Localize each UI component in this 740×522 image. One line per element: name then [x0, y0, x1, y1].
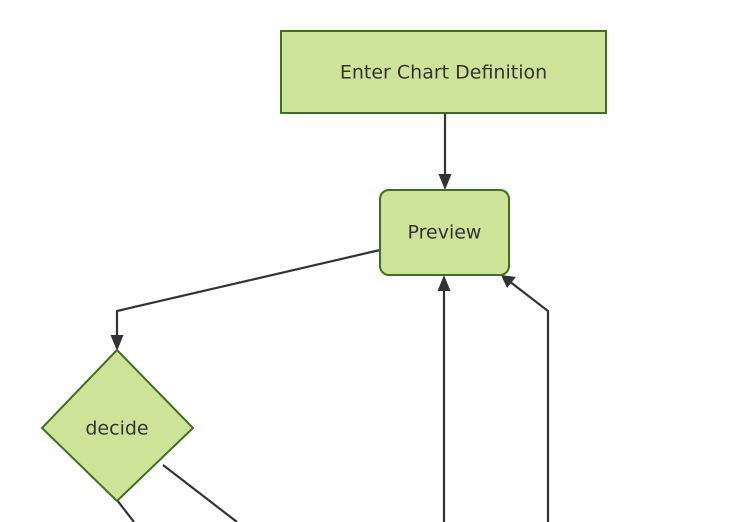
edge-line	[116, 499, 135, 522]
edge-line	[508, 280, 550, 522]
edge-bottom-center-to-preview	[437, 275, 451, 522]
arrowhead-icon	[501, 275, 516, 288]
edge-decide-down-right	[162, 464, 238, 522]
node-enter-chart-definition[interactable]: Enter Chart Definition	[280, 30, 607, 114]
node-decide[interactable]: decide	[40, 348, 195, 503]
edge-enter-to-preview	[438, 113, 452, 190]
arrowhead-icon	[110, 335, 124, 351]
node-shape-rounded-rectangle[interactable]	[379, 189, 510, 276]
edge-preview-to-decide	[110, 248, 381, 351]
edge-line	[115, 248, 381, 341]
node-shape-rectangle[interactable]	[280, 30, 607, 114]
edge-bottom-right-to-preview	[501, 275, 550, 522]
edge-decide-down-left	[116, 499, 135, 522]
edge-line	[162, 464, 238, 522]
node-shape-diamond[interactable]	[40, 348, 195, 503]
arrowhead-icon	[438, 174, 452, 190]
node-preview[interactable]: Preview	[379, 189, 510, 276]
arrowhead-icon	[437, 275, 451, 291]
